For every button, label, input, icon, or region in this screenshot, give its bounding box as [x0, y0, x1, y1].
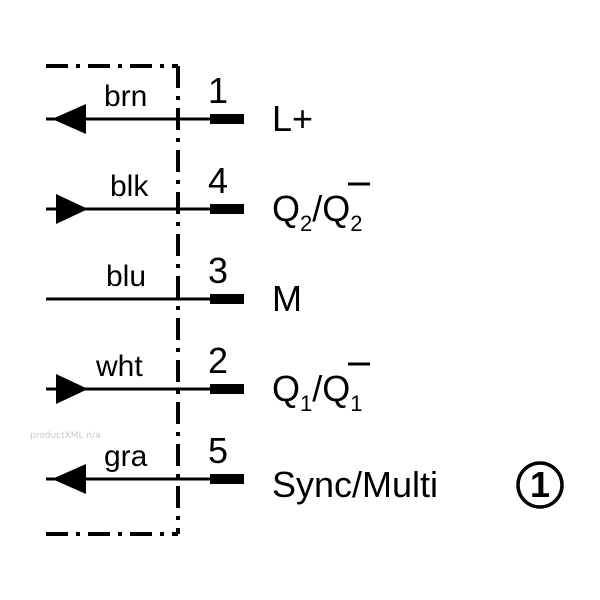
pin-number: 5	[208, 430, 228, 471]
arrow-right-icon	[56, 194, 88, 224]
wire-color-label: wht	[95, 350, 143, 383]
svg-text:1: 1	[530, 464, 550, 505]
wire-color-label: gra	[104, 440, 148, 473]
signal-label: Q2/Q2	[272, 188, 363, 236]
pin-row-1: brn 1 L+	[46, 70, 313, 139]
pin-terminal	[210, 384, 244, 394]
pin-number: 3	[208, 250, 228, 291]
pin-number: 1	[208, 70, 228, 111]
pin-terminal	[210, 294, 244, 304]
pin-number: 2	[208, 340, 228, 381]
pin-row-5: gra 5 Sync/Multi 1	[46, 430, 564, 509]
pin-number: 4	[208, 160, 228, 201]
pin-row-2: wht 2 Q1/Q1	[46, 340, 370, 416]
housing-outline	[46, 64, 180, 536]
pin-row-4: blk 4 Q2/Q2	[46, 160, 370, 236]
signal-label: Sync/Multi	[272, 464, 438, 505]
watermark-text: productXML n/a	[30, 431, 101, 441]
pin-row-3: blu 3 M	[46, 250, 302, 319]
wire-color-label: blu	[106, 260, 146, 293]
arrow-right-icon	[56, 374, 88, 404]
pin-terminal	[210, 474, 244, 484]
signal-label: Q1/Q1	[272, 368, 363, 416]
signal-label: M	[272, 278, 302, 319]
pin-terminal	[210, 204, 244, 214]
arrow-left-icon	[52, 464, 86, 494]
wire-color-label: blk	[110, 170, 149, 203]
arrow-left-icon	[52, 104, 86, 134]
signal-label: L+	[272, 98, 313, 139]
pin-terminal	[210, 114, 244, 124]
wire-color-label: brn	[104, 80, 147, 113]
circled-number-icon: 1	[516, 461, 564, 509]
